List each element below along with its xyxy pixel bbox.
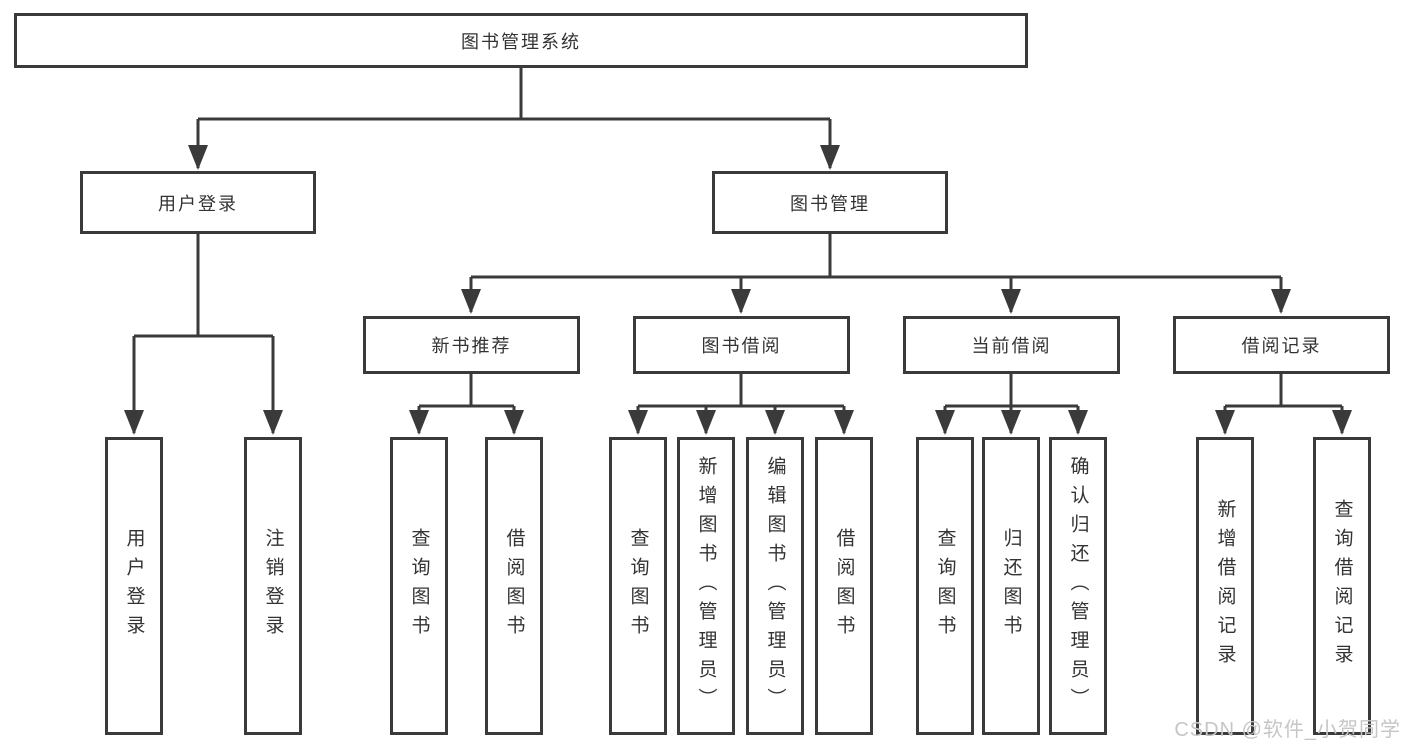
leaf-record-add-record: 新增借阅记录 [1196,437,1254,735]
leaf-recommend-borrow-book-label: 借阅图书 [503,528,525,644]
node-current-borrow-label: 当前借阅 [971,336,1052,356]
leaf-borrow-edit-book-admin: 编辑图书（管理员） [746,437,804,735]
node-book-borrow-label: 图书借阅 [701,336,782,356]
node-book-manage-label: 图书管理 [790,193,870,214]
leaf-user-login-label: 用户登录 [123,528,145,644]
leaf-borrow-query-book: 查询图书 [609,437,667,735]
leaf-borrow-add-book-admin-label: 新增图书（管理员） [695,455,717,717]
leaf-recommend-borrow-book: 借阅图书 [485,437,543,735]
leaf-borrow-edit-book-admin-label: 编辑图书（管理员） [764,455,786,717]
node-user-login-label: 用户登录 [158,193,238,214]
leaf-record-query-record-label: 查询借阅记录 [1331,499,1353,673]
leaf-logout-label: 注销登录 [262,528,284,644]
arrowheads [124,145,1352,435]
leaf-current-query-book-label: 查询图书 [934,528,956,644]
leaf-borrow-borrow-book: 借阅图书 [815,437,873,735]
leaf-current-confirm-return-admin-label: 确认归还（管理员） [1067,455,1089,717]
leaf-current-confirm-return-admin: 确认归还（管理员） [1049,437,1107,735]
leaf-current-query-book: 查询图书 [916,437,974,735]
leaf-record-query-record: 查询借阅记录 [1313,437,1371,735]
leaf-current-return-book: 归还图书 [982,437,1040,735]
node-current-borrow: 当前借阅 [903,316,1120,374]
node-book-manage-branch: 图书管理 [712,171,948,234]
leaf-borrow-borrow-book-label: 借阅图书 [833,528,855,644]
leaf-logout: 注销登录 [244,437,302,735]
node-new-book-recommend: 新书推荐 [363,316,580,374]
node-root-system: 图书管理系统 [14,13,1028,68]
node-new-book-recommend-label: 新书推荐 [431,336,512,356]
leaf-current-return-book-label: 归还图书 [1000,528,1022,644]
node-borrow-record-label: 借阅记录 [1241,336,1322,356]
node-root-label: 图书管理系统 [461,31,581,52]
leaf-record-add-record-label: 新增借阅记录 [1214,499,1236,673]
node-borrow-record: 借阅记录 [1173,316,1390,374]
node-book-borrow: 图书借阅 [633,316,850,374]
leaf-recommend-query-book-label: 查询图书 [408,528,430,644]
leaf-borrow-query-book-label: 查询图书 [627,528,649,644]
csdn-watermark: CSDN @软件_小贺同学 [1174,719,1401,741]
leaf-user-login: 用户登录 [105,437,163,735]
node-user-login-branch: 用户登录 [80,171,316,234]
leaf-recommend-query-book: 查询图书 [390,437,448,735]
leaf-borrow-add-book-admin: 新增图书（管理员） [677,437,735,735]
